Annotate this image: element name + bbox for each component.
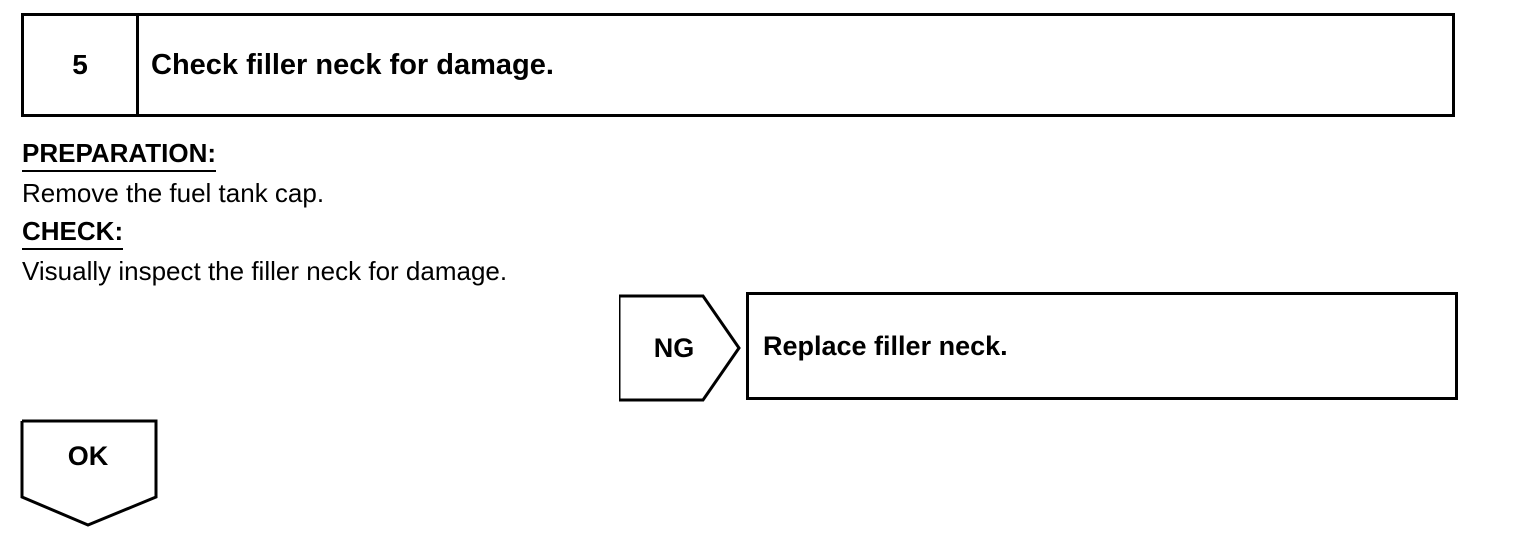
ng-action-box: Replace filler neck. (746, 292, 1458, 400)
preparation-heading: PREPARATION: (22, 138, 217, 172)
preparation-text: Remove the fuel tank cap. (22, 178, 325, 208)
down-arrow-tag-icon (20, 419, 158, 527)
step-header: 5 Check filler neck for damage. (21, 13, 1455, 117)
check-heading: CHECK: (22, 216, 124, 250)
ng-branch-tag: NG (619, 294, 743, 402)
step-number: 5 (24, 16, 139, 114)
ok-label: OK (67, 441, 109, 471)
ng-label: NG (653, 332, 695, 363)
check-text: Visually inspect the filler neck for dam… (22, 256, 508, 286)
step-title: Check filler neck for damage. (151, 48, 554, 81)
ok-branch-tag: OK (20, 419, 160, 529)
right-arrow-tag-icon (619, 294, 741, 402)
